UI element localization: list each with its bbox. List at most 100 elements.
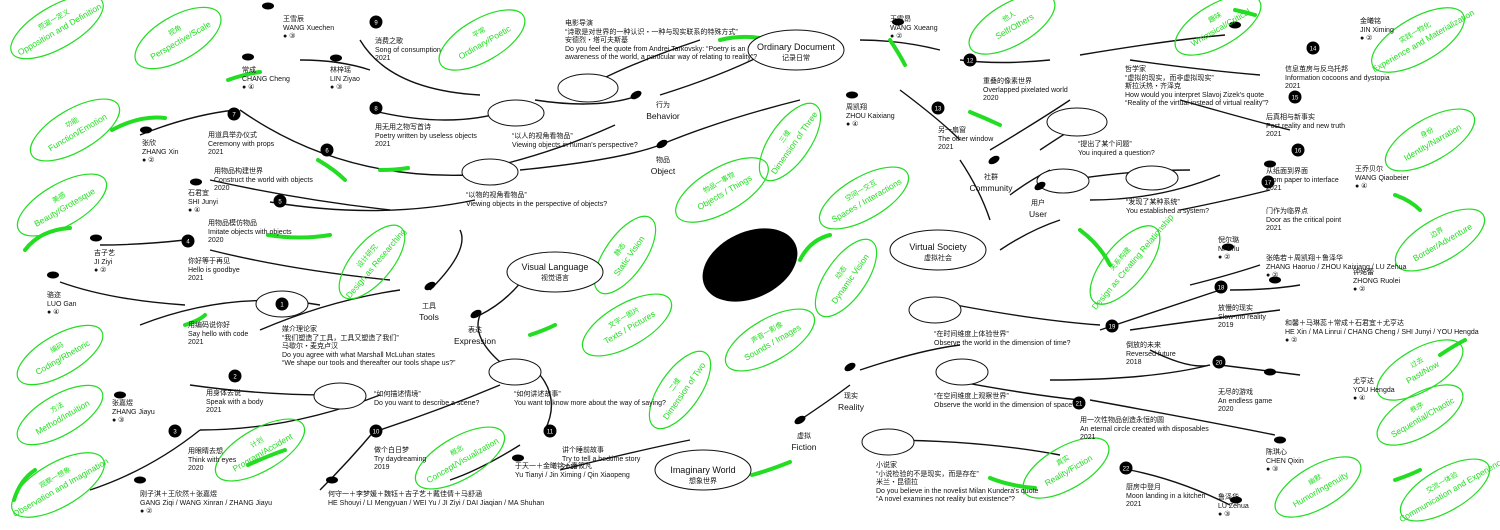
visual-language-label[interactable]: Visual Language 视觉语言 [517,262,593,284]
virtual-society-label[interactable]: Virtual Society 虚拟社会 [898,242,978,264]
number-badge [543,424,557,438]
person-mark: ● ② [142,157,155,165]
question-zh2: “虚拟的现实，而非虚拟现实” [1125,74,1214,82]
connector [209,249,391,281]
question-en: How would you interpret Slavoj Zizek's q… [1125,91,1265,99]
person-en: ZHOU Kaixiang [846,112,895,120]
node-dot [1264,368,1276,376]
number-badge-text: 11 [547,430,554,436]
question-node[interactable]: “以人的视角看物品” Viewing objects in human's pe… [512,133,638,150]
question-zh: “如何讲述故事” [514,391,561,398]
question-node[interactable]: “如何描述情境” Do you want to describe a scene… [374,391,479,408]
person-zh: 金曦铭 [1360,18,1381,25]
question-node[interactable]: “发现了某种系统” You established a system? [1126,199,1209,216]
work-en: Hello is goodbye [188,266,240,274]
connector [1229,284,1301,291]
connector [99,239,186,246]
imaginary-world-label[interactable]: Imaginary World 想象世界 [663,465,743,487]
category-zh: 社群 [984,174,998,181]
question-en2: “Reality of the virtual instead of virtu… [1125,100,1269,108]
green-ellipse [814,238,878,318]
category-zh: 现实 [844,393,858,400]
work-zh: 用眼睛去想 [188,448,223,455]
number-badge [1072,396,1086,410]
number-badge-text: 10 [373,430,380,436]
node-dot [846,91,858,99]
work-year: 2021 [1266,185,1282,193]
question-en2: “A novel examines not reality but existe… [876,496,1015,504]
work-en: From paper to interface [1266,176,1339,184]
number-badge-text: 21 [1076,402,1083,408]
virtual-society-en: Virtual Society [909,242,967,252]
question-node[interactable]: 小说家 “小说检验的不是现实，而是存在” 米兰・昆德拉 Do you belie… [876,462,1038,505]
person-zh: 张嘉煜 [112,400,133,407]
node-dot [134,476,146,484]
number-badge [1212,355,1226,369]
question-node[interactable]: 媒介理论家 “我们塑造了工具，工具又塑造了我们” 马歇尔・麦克卢汉 Do you… [282,326,455,369]
virtual-society-zh: 虚拟社会 [924,255,952,262]
green-ellipse [1384,108,1476,172]
node-dot [242,53,254,61]
question-node[interactable]: “以物的视角看物品” Viewing objects in the perspe… [466,192,607,209]
question-zh: 小说家 [876,462,897,469]
question-node[interactable]: “在时间维度上体验世界” Observe the world in the di… [934,331,1071,348]
green-arc [183,313,207,327]
category-zh: 虚拟 [797,433,811,440]
ordinary-document-label[interactable]: Ordinary Document 记录日常 [756,42,836,64]
green-arc-accents [12,8,1467,502]
node-dot [512,454,524,462]
connector [239,109,471,177]
green-ellipse [16,324,104,386]
person-mark: ● ② [1285,337,1298,345]
question-node[interactable]: “在空间维度上观察世界” Observe the world in the di… [934,393,1076,410]
green-arc [266,233,332,240]
question-node[interactable]: “如何讲述故事” You want to know more about the… [514,391,666,408]
connector [379,384,501,431]
node-dot [140,126,152,134]
category-zh: 行为 [656,102,670,109]
work-zh: 用物品构建世界 [214,168,263,175]
connector [1189,264,1261,286]
question-node[interactable]: “提出了某个问题” You inquired a question? [1078,141,1155,158]
node-dot [630,90,642,100]
green-ellipse [675,157,769,223]
question-node[interactable]: 电影导演 “诗歌是对世界的一种认识・一种与现实联系的特殊方式” 安德烈・塔可夫斯… [565,20,757,63]
question-node[interactable]: 哲学家 “虚拟的现实，而非虚拟现实” 斯拉沃热・齐泽克 How would yo… [1125,66,1269,109]
person-mark: ● ② [890,33,903,41]
person-mark: ● ④ [47,309,60,317]
connector [599,39,701,81]
node-dot [330,54,342,62]
person-en: LU Zehua [1218,502,1249,510]
